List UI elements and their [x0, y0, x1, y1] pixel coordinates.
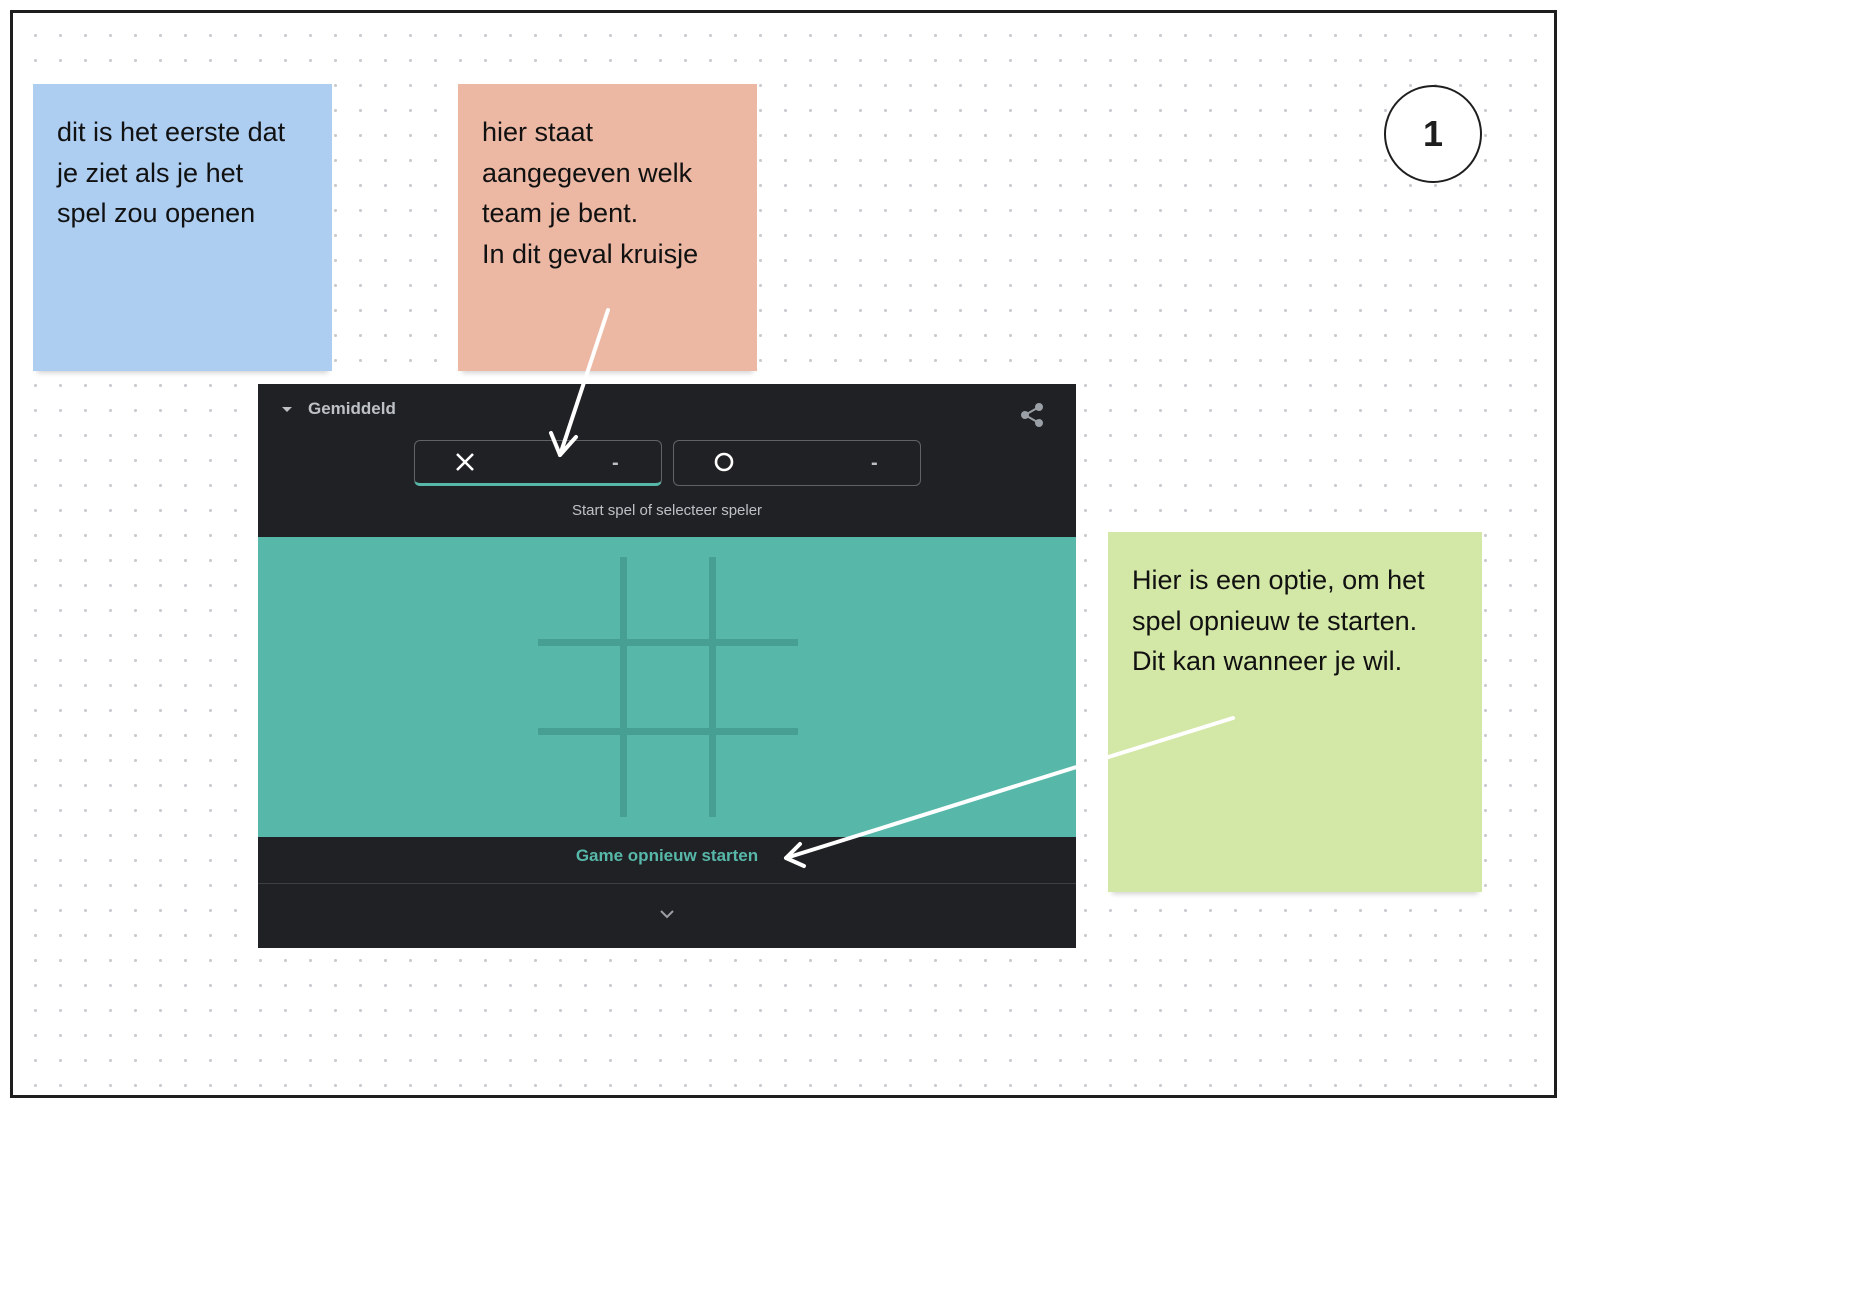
player-o-tab[interactable]: - [673, 440, 921, 486]
sticky-note-intro[interactable]: dit is het eerste dat je ziet als je het… [33, 84, 332, 371]
cross-icon [456, 453, 474, 471]
sticky-note-restart[interactable]: Hier is een optie, om het spel opnieuw t… [1108, 532, 1482, 892]
player-x-score: - [612, 452, 619, 474]
circle-icon [714, 452, 734, 472]
step-number-badge: 1 [1384, 85, 1482, 183]
grid-line [538, 728, 798, 735]
game-status-text: Start spel of selecteer speler [571, 502, 763, 519]
board-grid [538, 557, 798, 817]
difficulty-label: Gemiddeld [308, 399, 396, 418]
player-o-score: - [871, 452, 878, 474]
divider [258, 883, 1076, 884]
difficulty-dropdown[interactable]: Gemiddeld [282, 398, 396, 420]
share-icon[interactable] [1018, 401, 1046, 429]
grid-line [620, 557, 627, 817]
game-board[interactable] [258, 537, 1076, 837]
sticky-note-team[interactable]: hier staat aangegeven welk team je bent.… [458, 84, 757, 371]
tic-tac-toe-widget: Gemiddeld - - Start spel of selecteer sp… [258, 384, 1076, 948]
restart-game-button[interactable]: Game opnieuw starten [575, 846, 759, 865]
grid-line [709, 557, 716, 817]
caret-down-icon [282, 406, 292, 412]
grid-line [538, 639, 798, 646]
player-x-tab[interactable]: - [414, 440, 662, 486]
chevron-down-icon[interactable] [658, 908, 676, 922]
